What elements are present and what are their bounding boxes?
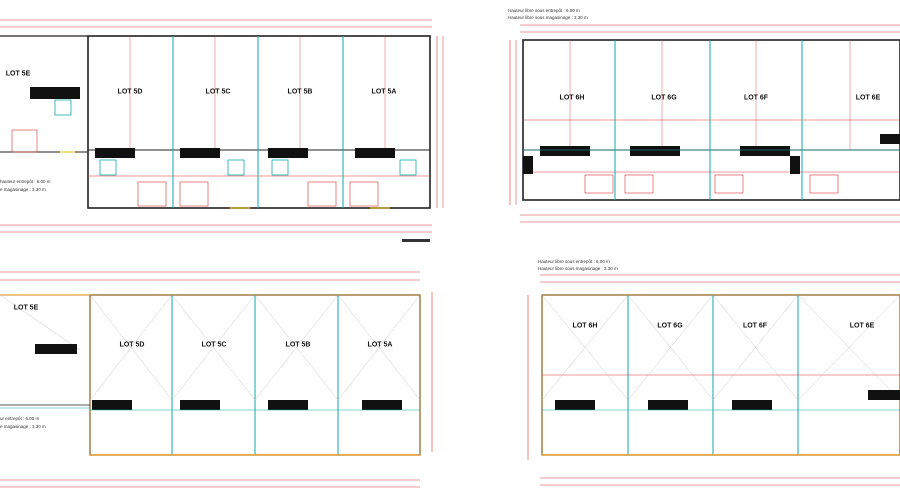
height-note: Hauteur libre sous entrepôt : 6.00 m: [508, 8, 580, 13]
plan-bottom-right-drawing: [527, 274, 900, 486]
lot-label: LOT 5A: [371, 88, 397, 96]
lot-label: LOT 5D: [119, 341, 145, 349]
height-note: Hauteur libre sous magasinage : 3.30 m: [508, 15, 588, 20]
lot-label: LOT 6E: [849, 322, 875, 330]
lot-label: LOT 6F: [743, 94, 769, 102]
lot-label: LOT 5B: [287, 88, 313, 96]
plan-top-left-drawing: [0, 19, 444, 242]
lot-label: LOT 5E: [13, 304, 39, 312]
height-note: e magasinage : 3.30 m: [0, 187, 46, 192]
lot-label: LOT 6H: [572, 322, 598, 330]
lot-label: LOT 5E: [5, 70, 31, 78]
lot-label: LOT 6E: [855, 94, 881, 102]
lot-label: LOT 5A: [367, 341, 393, 349]
lot-label: LOT 6F: [742, 322, 768, 330]
lot-label: LOT 5D: [117, 88, 143, 96]
lot-label: LOT 5C: [205, 88, 231, 96]
height-note: ur entrepôt : 6.00 m: [0, 416, 40, 421]
lot-label: LOT 6G: [651, 94, 677, 102]
height-note: Hauteur libre sous entrepôt : 6.00 m: [538, 259, 610, 264]
plan-bottom-left: LOT 5E LOT 5D LOT 5C LOT 5B LOT 5A ur en…: [0, 250, 450, 500]
plan-top-right-drawing: [509, 24, 900, 223]
height-note: hauteur entrepôt : 6.00 m: [0, 179, 51, 184]
plan-top-left: LOT 5E LOT 5D LOT 5C LOT 5B LOT 5A haute…: [0, 0, 450, 250]
plan-top-right: Hauteur libre sous entrepôt : 6.00 m Hau…: [450, 0, 900, 250]
plan-bottom-right: Hauteur libre sous entrepôt : 6.00 m Hau…: [450, 250, 900, 500]
height-note: e magasinage : 3.30 m: [0, 424, 46, 429]
height-note: Hauteur libre sous magasinage : 3.30 m: [538, 266, 618, 271]
lot-label: LOT 6H: [559, 94, 585, 102]
lot-label: LOT 5B: [285, 341, 311, 349]
lot-label: LOT 5C: [201, 341, 227, 349]
plan-bottom-left-drawing: [0, 271, 433, 488]
lot-label: LOT 6G: [657, 322, 683, 330]
